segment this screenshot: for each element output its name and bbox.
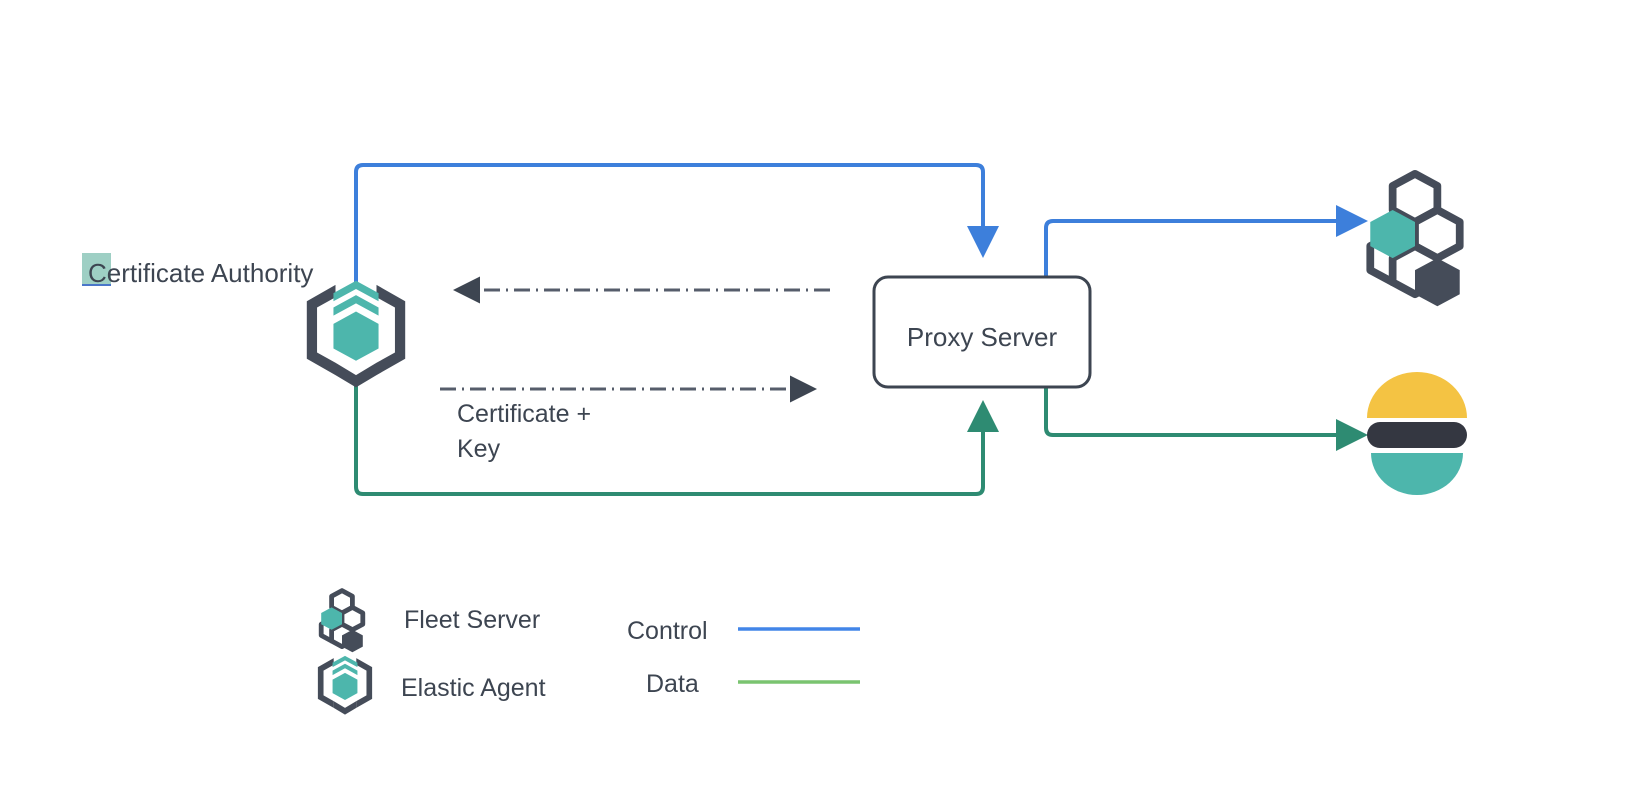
certificate-key-line2: Key [457,435,501,463]
legend: Fleet Server Elastic Agent Control [317,588,860,715]
text-selection-highlight [82,253,111,285]
edge-control-agent-to-proxy [354,163,999,282]
node-certificate-authority[interactable]: Certificate Authority [82,253,313,288]
certificate-key-line1: Certificate + [457,400,591,428]
certificate-authority-label: Certificate Authority [88,258,313,288]
edge-data-agent-to-proxy [354,378,999,496]
elastic-agent-icon [317,655,373,715]
legend-label-elastic-agent: Elastic Agent [401,674,546,702]
node-proxy-server[interactable]: Proxy Server [872,275,1092,389]
proxy-server-label: Proxy Server [907,322,1058,352]
elasticsearch-icon [1367,372,1467,495]
edge-label-certificate-key: Certificate + Key [457,400,591,463]
legend-line-control: Control [627,617,860,645]
fleet-server-icon [1366,169,1464,307]
proxy-server-box[interactable] [872,275,1092,389]
legend-label-data: Data [646,670,699,698]
elastic-agent-icon [306,280,406,388]
legend-label-control: Control [627,617,708,645]
elasticsearch-yellow-arc [1367,372,1467,418]
legend-item-fleet-server: Fleet Server [318,588,540,653]
legend-item-elastic-agent: Elastic Agent [317,655,546,715]
fleet-server-icon [318,588,366,653]
edge-control-proxy-to-fleet [1044,205,1368,277]
legend-label-fleet-server: Fleet Server [404,606,540,634]
elasticsearch-dark-bar [1367,422,1467,448]
legend-line-data: Data [646,670,860,698]
edge-data-proxy-to-elasticsearch [1044,386,1368,451]
elasticsearch-teal-arc [1371,453,1463,495]
